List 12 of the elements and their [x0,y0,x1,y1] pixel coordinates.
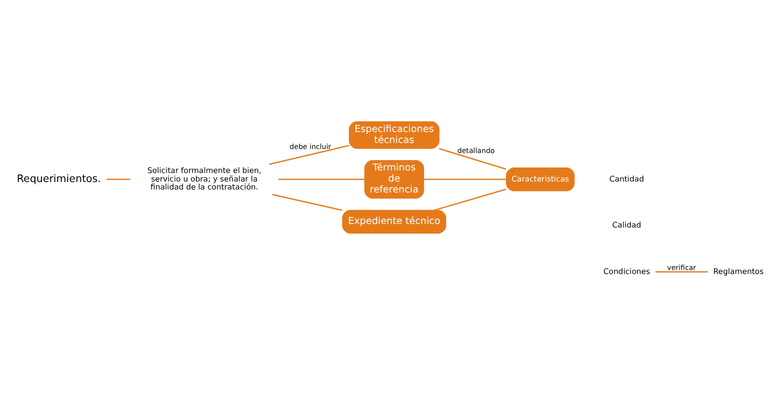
node-text: Requerimientos. [16,172,101,185]
connector [424,178,506,180]
node-box: Expediente técnico [342,210,446,234]
connector [438,148,506,170]
connector [278,178,365,180]
connector [434,188,506,211]
connector [269,144,350,165]
connector [656,271,708,273]
node-box: Términos de referencia [364,160,424,199]
connector [272,194,342,211]
connector [106,178,130,180]
node-box: Especificaciones técnicas [348,121,440,149]
